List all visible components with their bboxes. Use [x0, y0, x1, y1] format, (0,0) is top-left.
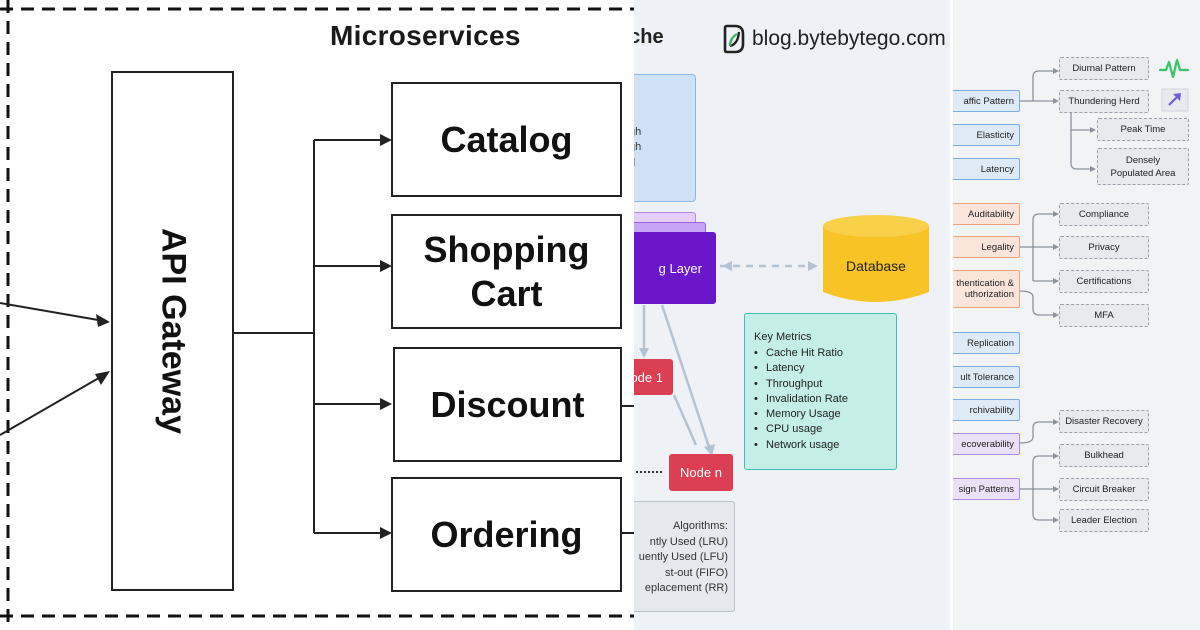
metric-item: Cache Hit Ratio — [754, 346, 896, 362]
trend-arrow-icon — [1161, 88, 1189, 112]
strategy-line-2: gh — [634, 141, 642, 153]
metric-item: CPU usage — [754, 422, 896, 438]
service-catalog-label: Catalog — [440, 118, 573, 160]
database-label: Database — [846, 258, 906, 274]
eviction-item: st-out (FIFO) — [665, 567, 728, 579]
service-shopping-cart: Shopping Cart — [391, 214, 622, 329]
leaf-peak-time: Peak Time — [1097, 118, 1189, 141]
database-cylinder: Database — [822, 214, 930, 306]
service-discount-label: Discount — [430, 383, 585, 425]
blog-branding: blog.bytebytego.com — [722, 24, 946, 54]
cache-connectors — [636, 261, 818, 474]
strategy-line-3: d — [634, 157, 635, 169]
leaf-privacy: Privacy — [1059, 236, 1149, 259]
panel-divider — [950, 0, 953, 630]
api-gateway-box: API Gateway — [111, 71, 234, 591]
bytebytego-logo-icon — [723, 24, 745, 54]
leaf-disaster-recovery: Disaster Recovery — [1059, 410, 1149, 433]
metric-item: Throughput — [754, 377, 896, 393]
category-fault-tolerance: ult Tolerance — [953, 366, 1020, 388]
caching-layer: g Layer — [634, 232, 716, 304]
leaf-bulkhead: Bulkhead — [1059, 444, 1149, 467]
eviction-title: Algorithms: — [672, 520, 728, 532]
service-ordering: Ordering — [391, 477, 622, 592]
pulse-icon — [1159, 58, 1189, 79]
leaf-leader-election: Leader Election — [1059, 509, 1149, 532]
metric-item: Invalidation Rate — [754, 392, 896, 408]
category-elasticity: Elasticity — [953, 124, 1020, 146]
category-archivability: rchivability — [953, 399, 1020, 421]
leaf-densely-populated-area: Densely Populated Area — [1097, 148, 1189, 185]
metric-item: Latency — [754, 361, 896, 377]
cache-node-1: ode 1 — [634, 359, 673, 395]
category-design-patterns: sign Patterns — [953, 478, 1020, 500]
category-recoverability: ecoverability — [953, 433, 1020, 455]
service-catalog: Catalog — [391, 82, 622, 197]
service-discount: Discount — [393, 347, 622, 462]
service-shopping-cart-label: Shopping Cart — [423, 228, 590, 314]
metric-item: Network usage — [754, 438, 896, 454]
leaf-certifications: Certifications — [1059, 270, 1149, 293]
blog-url: blog.bytebytego.com — [752, 27, 946, 50]
microservices-frame — [0, 0, 634, 630]
microservices-title: Microservices — [330, 20, 521, 51]
cache-node-n: Node n — [669, 454, 733, 491]
key-metrics-title: Key Metrics — [754, 331, 812, 343]
eviction-algorithms-box: Algorithms: ntly Used (LRU) uently Used … — [634, 501, 735, 612]
eviction-item: uently Used (LFU) — [638, 551, 728, 563]
category-auditability: Auditability — [953, 203, 1020, 225]
leaf-thundering-herd: Thundering Herd — [1059, 90, 1149, 113]
microservices-panel: Microservices API Gateway Catalog Shoppi… — [0, 0, 634, 630]
database-icon — [823, 215, 929, 302]
eviction-item: ntly Used (LRU) — [649, 536, 728, 548]
eviction-item: eplacement (RR) — [644, 582, 728, 594]
key-metrics-box: Key Metrics Cache Hit Ratio Latency Thro… — [744, 313, 897, 470]
service-ordering-label: Ordering — [430, 513, 583, 555]
category-legality: Legality — [953, 236, 1020, 258]
system-design-tree-panel: affic Pattern Elasticity Latency Auditab… — [953, 0, 1200, 630]
leaf-diurnal-pattern: Diurnal Pattern — [1059, 57, 1149, 80]
category-traffic-pattern: affic Pattern — [953, 90, 1020, 112]
category-authentication-authorization: thentication & uthorization — [953, 270, 1020, 308]
cache-title: ache — [634, 26, 664, 48]
leaf-circuit-breaker: Circuit Breaker — [1059, 478, 1149, 501]
key-metrics-list: Cache Hit Ratio Latency Throughput Inval… — [754, 346, 896, 453]
leaf-mfa: MFA — [1059, 304, 1149, 327]
api-gateway-label: API Gateway — [154, 228, 192, 434]
caching-strategy-box: gh gh d — [634, 74, 696, 202]
tree-connectors — [1019, 68, 1096, 523]
category-latency: Latency — [953, 158, 1020, 180]
cache-panel: ache blog.bytebytego.com gh gh d g Layer… — [634, 0, 950, 630]
leaf-compliance: Compliance — [1059, 203, 1149, 226]
strategy-line-1: gh — [634, 126, 642, 138]
metric-item: Memory Usage — [754, 407, 896, 423]
category-replication: Replication — [953, 332, 1020, 354]
